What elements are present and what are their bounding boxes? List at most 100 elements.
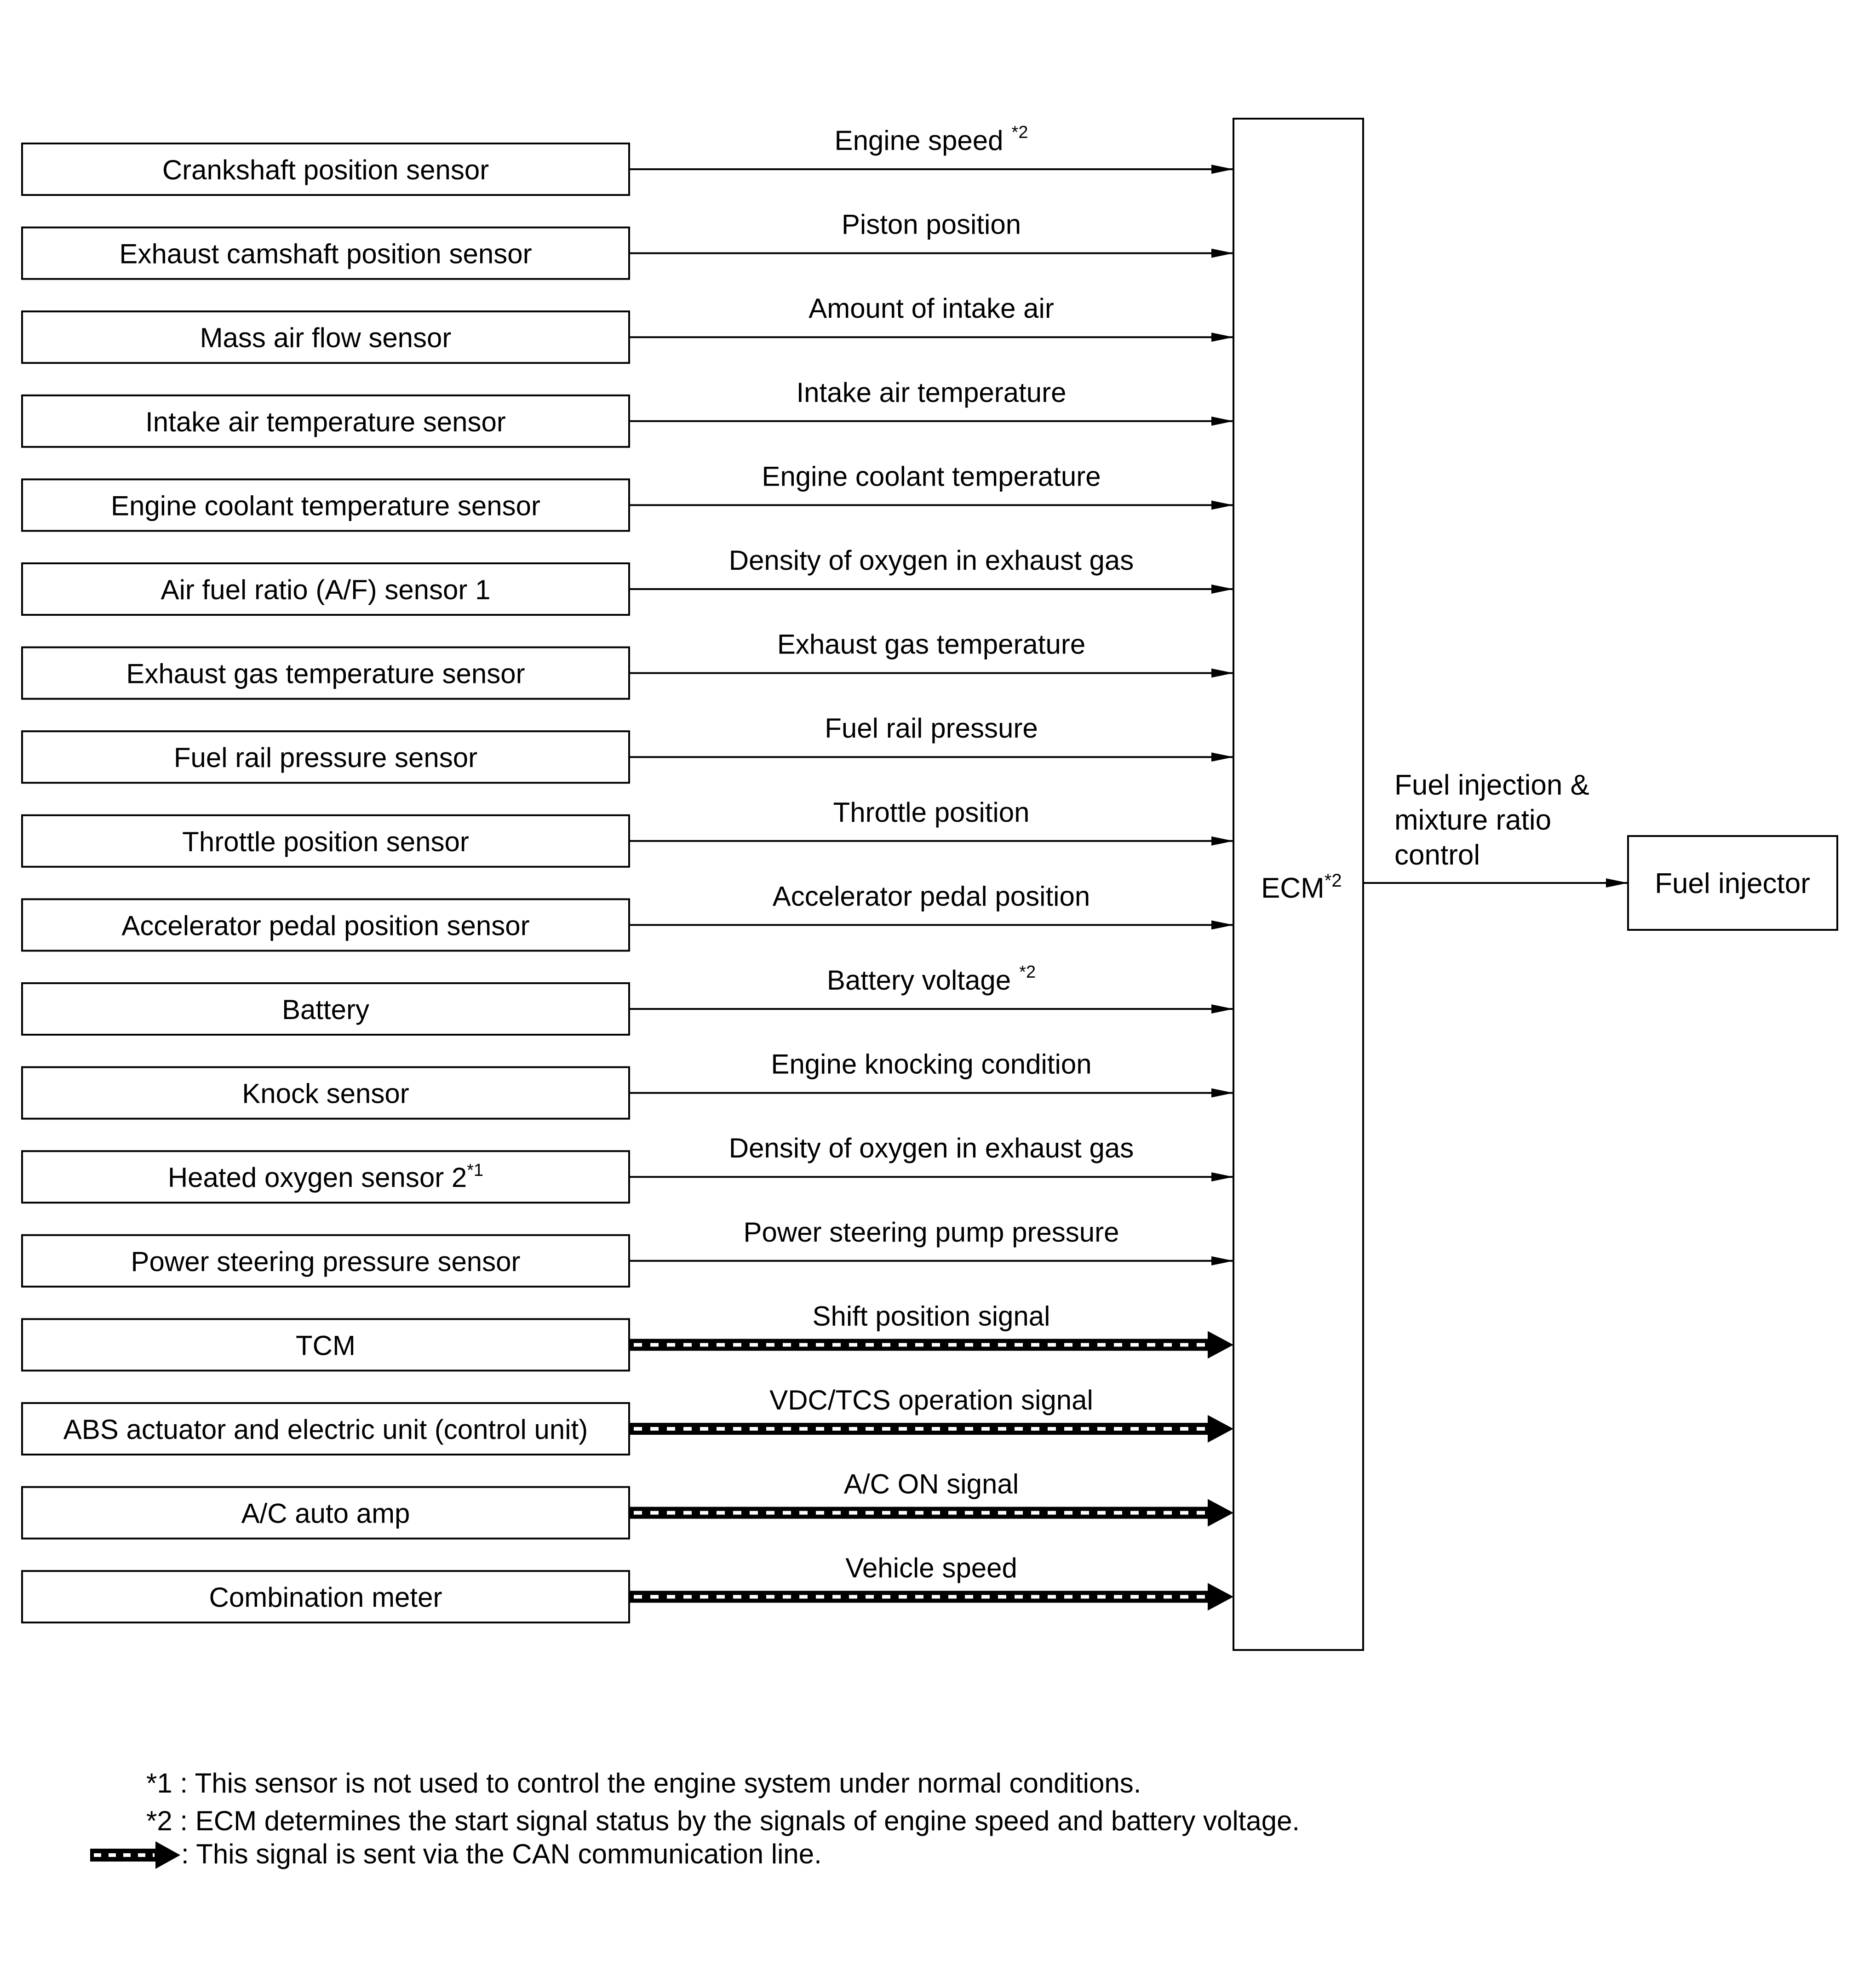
signal-name: A/C ON signal	[844, 1469, 1019, 1500]
can-arrowhead	[1208, 1415, 1233, 1443]
sensor-label: Engine coolant temperature sensor	[111, 490, 540, 521]
signal-label: Battery voltage *2	[827, 962, 1036, 996]
signal-label: Exhaust gas temperature	[777, 629, 1085, 660]
sensor-name: Combination meter	[209, 1582, 442, 1613]
signal-label: Piston position	[842, 209, 1021, 240]
output-signal-line-2: mixture ratio	[1394, 804, 1551, 836]
input-row: Accelerator pedal position sensorAcceler…	[21, 881, 1233, 952]
signal-name: Shift position signal	[813, 1301, 1050, 1331]
sensor-name: Engine coolant temperature sensor	[111, 490, 540, 521]
signal-name: Density of oxygen in exhaust gas	[729, 545, 1134, 576]
signal-name: Fuel rail pressure	[825, 713, 1038, 744]
sensor-name: Fuel rail pressure sensor	[174, 742, 477, 773]
input-row: TCM Shift position signal	[21, 1301, 1233, 1372]
input-row: Mass air flow sensor Amount of intake air	[21, 293, 1233, 364]
sensor-label: Throttle position sensor	[182, 826, 469, 857]
can-arrowhead	[1208, 1583, 1233, 1611]
input-row: ABS actuator and electric unit (control …	[21, 1385, 1233, 1455]
input-row: Combination meter Vehicle speed	[21, 1553, 1233, 1624]
signal-label: Engine coolant temperature	[762, 461, 1101, 492]
sensor-name: Exhaust camshaft position sensor	[119, 239, 532, 269]
sensor-input-rows: Crankshaft position sensor Engine speed *2…	[21, 123, 1233, 1624]
input-row: A/C auto amp A/C ON signal	[21, 1469, 1233, 1540]
input-row: Exhaust camshaft position sensor Piston p…	[21, 209, 1233, 280]
sensor-label: TCM	[296, 1330, 356, 1361]
sensor-name: Throttle position sensor	[182, 826, 469, 857]
signal-label: Vehicle speed	[845, 1553, 1017, 1583]
signal-label: Density of oxygen in exhaust gas	[729, 1133, 1134, 1163]
signal-name: Engine speed	[835, 125, 1004, 156]
sensor-name: A/C auto amp	[241, 1498, 410, 1529]
signal-name: VDC/TCS operation signal	[769, 1385, 1093, 1415]
sensor-name: Air fuel ratio (A/F) sensor 1	[161, 574, 491, 605]
signal-label: Engine knocking condition	[771, 1049, 1091, 1080]
input-row: Exhaust gas temperature sensor Exhaust ga…	[21, 629, 1233, 700]
sensor-label: Combination meter	[209, 1582, 442, 1613]
input-row: Heated oxygen sensor 2*1 Density of oxyge…	[21, 1133, 1233, 1204]
input-row: Air fuel ratio (A/F) sensor 1 Density of …	[21, 545, 1233, 616]
sensor-label: Fuel rail pressure sensor	[174, 742, 477, 773]
sensor-name: Knock sensor	[242, 1078, 409, 1109]
signal-name: Amount of intake air	[809, 293, 1054, 324]
sensor-name: Mass air flow sensor	[200, 322, 452, 353]
sensor-label: Crankshaft position sensor	[162, 155, 489, 185]
input-row: Throttle position sensor Throttle positio…	[21, 797, 1233, 868]
footnote-1: *1 : This sensor is not used to control …	[146, 1768, 1141, 1799]
signal-name: Intake air temperature	[797, 377, 1067, 408]
footnote-2: *2 : ECM determines the start signal sta…	[146, 1805, 1300, 1836]
signal-footnote-mark: *2	[1019, 962, 1036, 982]
signal-name: Throttle position	[833, 797, 1030, 828]
sensor-name: Intake air temperature sensor	[145, 407, 506, 437]
output-signal-line-3: control	[1394, 839, 1480, 871]
ecm-label: ECM*2	[1261, 871, 1342, 904]
signal-label: Throttle position	[833, 797, 1030, 828]
signal-name: Vehicle speed	[845, 1553, 1017, 1583]
input-row: Engine coolant temperature sensor Engine …	[21, 461, 1233, 532]
signal-label: Fuel rail pressure	[825, 713, 1038, 744]
ecm-footnote-mark: *2	[1325, 871, 1342, 891]
signal-name: Power steering pump pressure	[743, 1217, 1119, 1248]
sensor-label: Exhaust gas temperature sensor	[126, 659, 525, 689]
sensor-label: Power steering pressure sensor	[131, 1246, 520, 1277]
sensor-name: Exhaust gas temperature sensor	[126, 659, 525, 689]
input-row: Knock sensor Engine knocking condition	[21, 1049, 1233, 1120]
sensor-label: Air fuel ratio (A/F) sensor 1	[161, 574, 491, 605]
footnotes: *1 : This sensor is not used to control …	[90, 1768, 1300, 1869]
sensor-label: A/C auto amp	[241, 1498, 410, 1529]
can-legend-text: : This signal is sent via the CAN commun…	[181, 1839, 822, 1869]
signal-label: Density of oxygen in exhaust gas	[729, 545, 1134, 576]
can-arrowhead	[1208, 1499, 1233, 1527]
fuel-injector-box	[1627, 835, 1838, 931]
sensor-name: Battery	[282, 994, 369, 1025]
signal-name: Piston position	[842, 209, 1021, 240]
signal-name: Density of oxygen in exhaust gas	[729, 1133, 1134, 1163]
sensor-name: Power steering pressure sensor	[131, 1246, 520, 1277]
sensor-name: TCM	[296, 1330, 356, 1361]
signal-label: A/C ON signal	[844, 1469, 1019, 1500]
signal-label: Amount of intake air	[809, 293, 1054, 324]
output-block: Fuel injection & mixture ratio control F…	[1363, 769, 1838, 931]
signal-label: VDC/TCS operation signal	[769, 1385, 1093, 1415]
ecm-block: ECM*2	[1233, 118, 1364, 1651]
signal-label: Shift position signal	[813, 1301, 1050, 1331]
signal-footnote-mark: *2	[1012, 123, 1028, 142]
signal-name: Exhaust gas temperature	[777, 629, 1085, 660]
fuel-injector-label: Fuel injector	[1655, 868, 1810, 899]
sensor-name: Heated oxygen sensor 2	[168, 1162, 467, 1193]
sensor-label: Knock sensor	[242, 1078, 409, 1109]
output-signal-line-1: Fuel injection &	[1394, 769, 1589, 801]
signal-label: Power steering pump pressure	[743, 1217, 1119, 1248]
can-legend-symbol	[90, 1841, 180, 1869]
input-row: Fuel rail pressure sensor Fuel rail press…	[21, 713, 1233, 784]
signal-name: Battery voltage	[827, 965, 1011, 996]
sensor-label: Exhaust camshaft position sensor	[119, 239, 532, 269]
sensor-name: ABS actuator and electric unit (control …	[63, 1414, 588, 1445]
sensor-name: Crankshaft position sensor	[162, 155, 489, 185]
signal-label: Engine speed *2	[835, 123, 1028, 156]
sensor-label: Mass air flow sensor	[200, 322, 452, 353]
input-row: Power steering pressure sensor Power stee…	[21, 1217, 1233, 1288]
sensor-footnote-mark: *1	[467, 1161, 483, 1180]
signal-name: Engine knocking condition	[771, 1049, 1091, 1080]
sensor-label: Intake air temperature sensor	[145, 407, 506, 437]
